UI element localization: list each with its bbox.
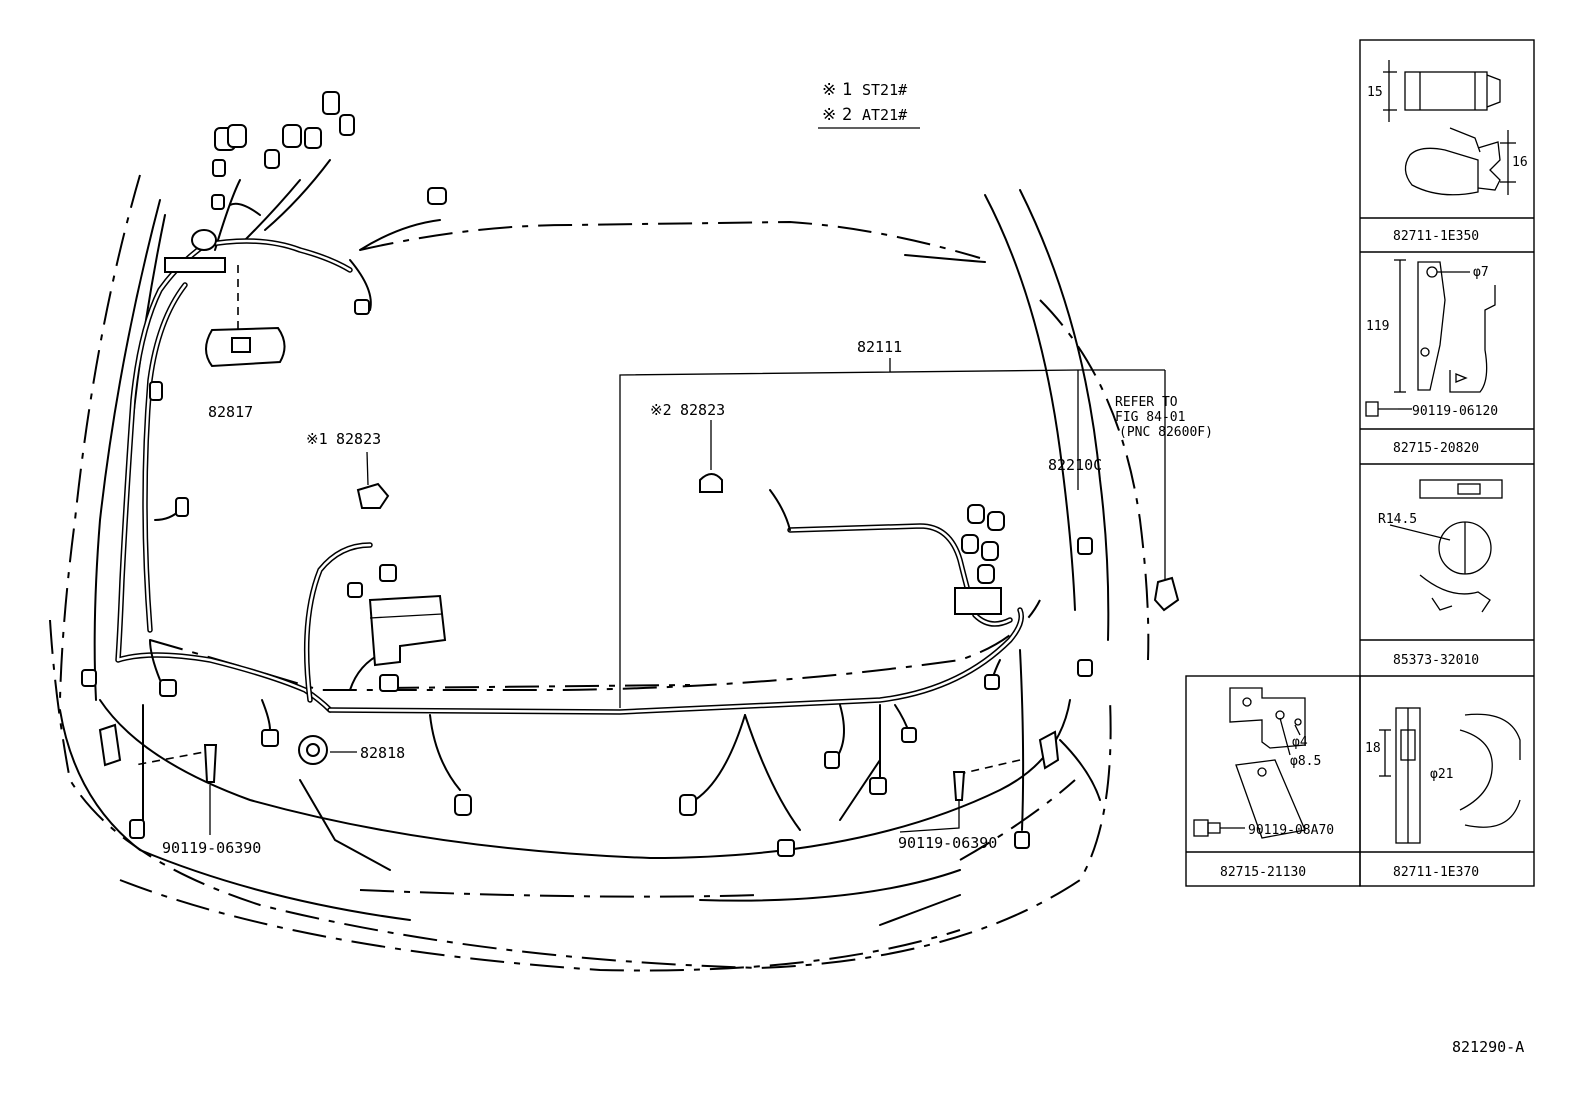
connector — [339, 114, 355, 136]
grommet — [191, 229, 217, 251]
dim-15: 15 — [1367, 85, 1383, 100]
harness-82111-callout: 82111 — [619, 338, 1166, 708]
bolt-90119-08A70: 90119-08A70 — [1248, 823, 1334, 838]
legend-num-1: 1 — [842, 80, 852, 100]
label-82818: 82818 — [360, 744, 405, 762]
connector — [379, 564, 397, 582]
clamp — [1038, 730, 1060, 770]
main-wire-harness — [115, 159, 1025, 836]
refer-line-2: FIG 84-01 — [1115, 410, 1185, 425]
connector — [261, 729, 279, 747]
junction-block — [954, 587, 1002, 615]
connector — [901, 727, 917, 743]
refer-note: REFER TO FIG 84-01 (PNC 82600F) — [1115, 395, 1213, 440]
connector — [981, 541, 999, 561]
dim-r14-5: R14.5 — [1378, 512, 1417, 527]
label-bolt-right: 90119-06390 — [898, 834, 997, 852]
mark-82823-1: ※1 — [306, 430, 328, 448]
dim-16: 16 — [1512, 155, 1528, 170]
harness-connectors — [81, 91, 1180, 857]
legend-code-2: AT21# — [862, 106, 907, 124]
part-82711-1E350: 82711-1E350 — [1393, 229, 1479, 244]
connector — [967, 504, 985, 524]
connector — [777, 839, 795, 857]
label-82210c: 82210C — [1048, 456, 1102, 474]
connector — [212, 159, 226, 177]
dim-phi21: φ21 — [1430, 767, 1453, 782]
model-legend: ※ 1 ST21# ※ 2 AT21# — [818, 80, 920, 129]
detail-panels: 15 16 82711-1E350 φ7 119 901 — [1185, 39, 1535, 887]
connector — [454, 794, 472, 816]
connector — [987, 511, 1005, 531]
connector — [159, 679, 177, 697]
part-82715-21130: 82715-21130 — [1220, 865, 1306, 880]
connector — [379, 674, 399, 692]
connector — [354, 299, 370, 315]
connector — [81, 669, 97, 687]
part-82711-1E370: 82711-1E370 — [1393, 865, 1479, 880]
connector — [227, 124, 247, 148]
part-82817: 82817 — [205, 326, 286, 421]
dim-phi8-5: φ8.5 — [1290, 754, 1321, 769]
connector — [304, 127, 322, 149]
refer-connector — [1153, 576, 1180, 612]
mark-82823-2: ※2 — [650, 401, 672, 419]
ecu-module — [368, 594, 447, 667]
label-82817: 82817 — [208, 403, 253, 421]
connector — [1014, 831, 1030, 849]
harness-bracket — [164, 257, 226, 273]
dim-phi4: φ4 — [1292, 735, 1308, 750]
figure-id: 821290-A — [1452, 1038, 1524, 1056]
refer-line-1: REFER TO — [1115, 395, 1178, 410]
legend-mark-1: ※ — [822, 80, 836, 100]
legend-mark-2: ※ — [822, 105, 836, 125]
legend-code-1: ST21# — [862, 81, 907, 99]
connector — [149, 381, 163, 401]
detail-82711-1E370: 18 φ21 82711-1E370 — [1365, 707, 1521, 880]
part-82823-st21: ※1 82823 — [306, 430, 390, 509]
refer-line-3: (PNC 82600F) — [1119, 425, 1213, 440]
detail-82711-1E350: 15 16 82711-1E350 — [1367, 60, 1528, 244]
connector — [977, 564, 995, 584]
label-bolt-left: 90119-06390 — [162, 839, 261, 857]
connector — [129, 819, 145, 839]
label-82823-2: 82823 — [680, 401, 725, 419]
part-82823-at21: ※2 82823 — [650, 401, 725, 493]
detail-85373-32010: R14.5 85373-32010 — [1378, 479, 1503, 668]
connector — [679, 794, 697, 816]
connector — [211, 194, 225, 210]
connector — [961, 534, 979, 554]
legend-num-2: 2 — [842, 105, 852, 125]
dim-119: 119 — [1366, 319, 1389, 334]
connector — [427, 187, 447, 205]
bolt-right — [952, 771, 966, 801]
connector — [1077, 537, 1093, 555]
connector — [175, 497, 189, 517]
connector — [264, 149, 280, 169]
part-82818: 82818 — [298, 735, 405, 765]
connector — [984, 674, 1000, 690]
label-82111: 82111 — [857, 338, 902, 356]
connector — [347, 582, 363, 598]
detail-82715-21130: φ4 φ8.5 90119-08A70 82715-21130 — [1193, 687, 1334, 880]
clamp — [98, 723, 122, 767]
connector — [322, 91, 340, 115]
bolt-90119-06120: 90119-06120 — [1412, 404, 1498, 419]
connector — [869, 777, 887, 795]
label-82823-1: 82823 — [336, 430, 381, 448]
dim-18: 18 — [1365, 741, 1381, 756]
connector — [824, 751, 840, 769]
connector — [1077, 659, 1093, 677]
bolt-left — [203, 744, 218, 783]
detail-82715-20820: φ7 119 90119-06120 82715-20820 — [1365, 259, 1498, 456]
dim-phi7: φ7 — [1473, 265, 1489, 280]
part-82715-20820: 82715-20820 — [1393, 441, 1479, 456]
part-85373-32010: 85373-32010 — [1393, 653, 1479, 668]
connector — [282, 124, 302, 148]
